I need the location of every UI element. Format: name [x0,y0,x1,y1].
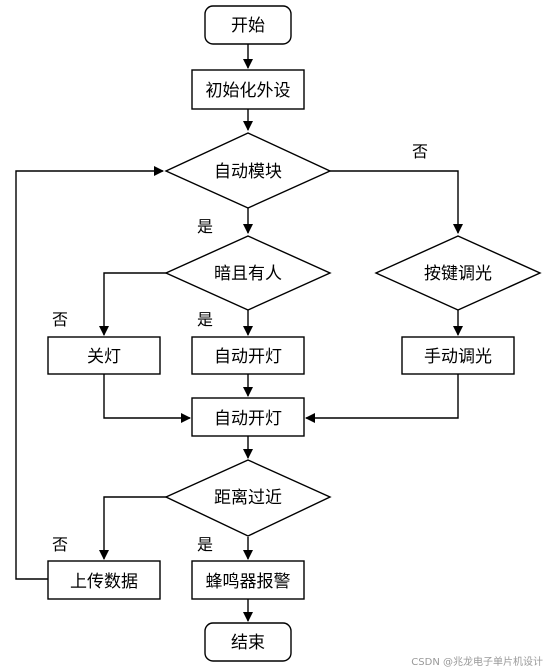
edge-upload-loop [15,166,164,580]
close-no-label: 否 [52,535,68,554]
dark-person-label: 暗且有人 [214,264,282,284]
end-label: 结束 [231,633,265,653]
start-node: 开始 [204,5,292,45]
dark-yes-label: 是 [197,310,213,329]
auto-on-1-node: 自动开灯 [191,336,305,375]
init-label: 初始化外设 [206,81,291,101]
upload-node: 上传数据 [47,560,161,600]
key-dim-label: 按键调光 [424,264,492,284]
csdn-watermark: CSDN @兆龙电子单片机设计 [411,655,543,668]
too-close-label: 距离过近 [214,488,282,508]
key-dim-decision: 按键调光 [374,235,542,311]
edge-off-on2 [103,374,191,423]
auto-on-2-node: 自动开灯 [191,397,305,437]
buzzer-label: 蜂鸣器报警 [206,572,291,592]
auto-no-label: 否 [412,142,428,161]
upload-label: 上传数据 [70,572,138,592]
edge-manual-on2 [305,374,459,423]
auto-on-2-label: 自动开灯 [214,409,282,429]
auto-module-label: 自动模块 [214,162,282,182]
dark-no-label: 否 [52,310,68,329]
init-node: 初始化外设 [191,69,305,110]
auto-on-1-label: 自动开灯 [214,347,282,367]
auto-module-decision: 自动模块 [164,132,332,209]
light-off-label: 关灯 [87,347,121,367]
start-label: 开始 [231,16,265,36]
edges [15,44,463,622]
close-yes-label: 是 [197,535,213,554]
edge-dark-off [99,272,167,336]
dark-person-decision: 暗且有人 [164,235,332,311]
edge-close-upload [99,496,167,560]
auto-yes-label: 是 [197,217,213,236]
buzzer-node: 蜂鸣器报警 [191,560,305,600]
too-close-decision: 距离过近 [164,459,332,537]
light-off-node: 关灯 [47,336,161,375]
edge-auto-key [330,170,463,234]
end-node: 结束 [204,622,292,662]
manual-dim-node: 手动调光 [401,336,515,375]
manual-dim-label: 手动调光 [424,347,492,367]
